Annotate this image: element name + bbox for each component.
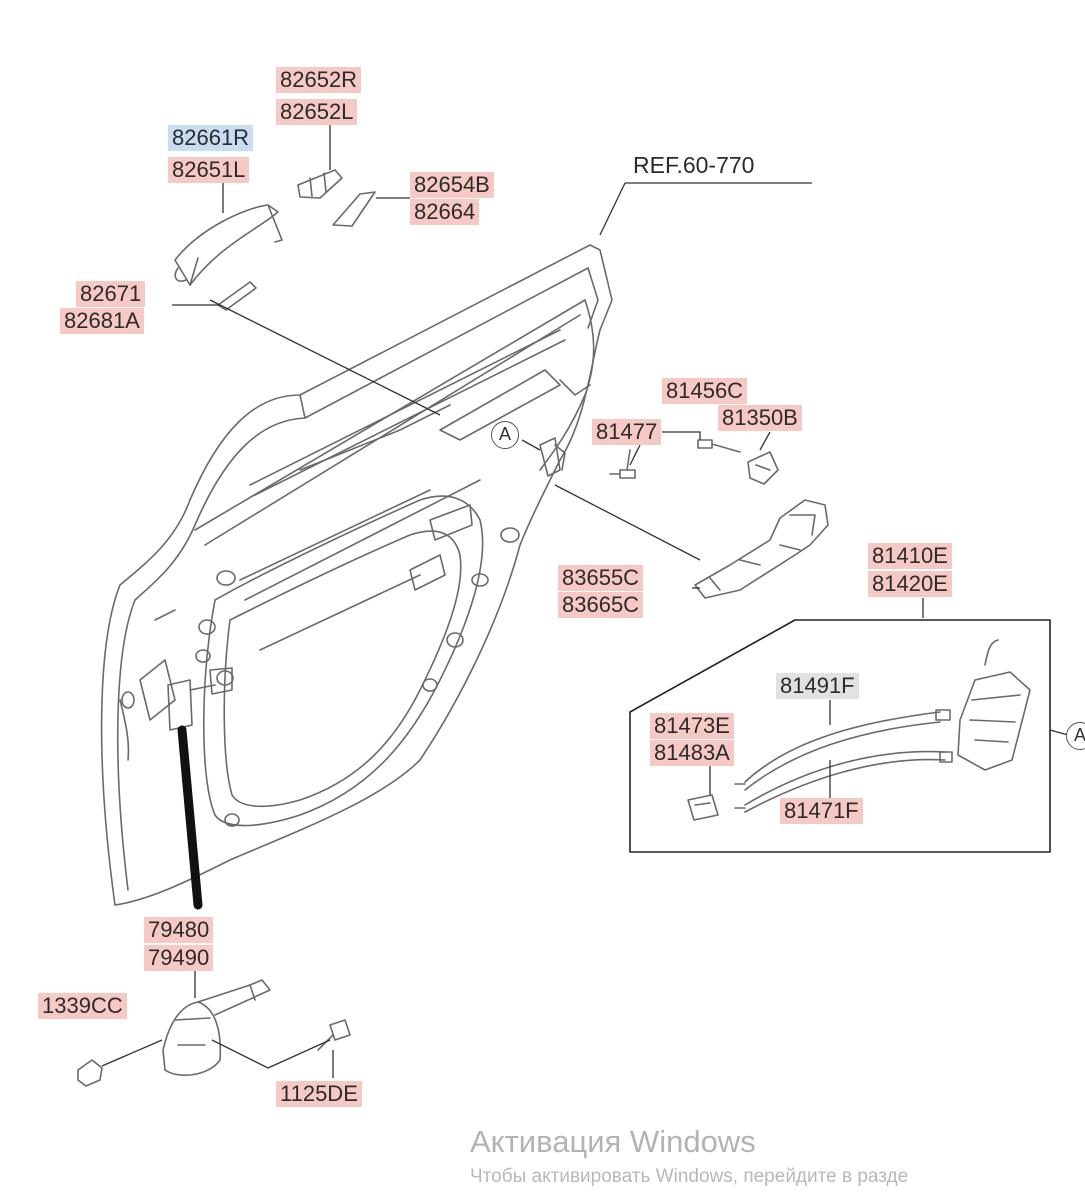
striker-81350B [747,451,779,485]
ref-label: REF.60-770 [633,152,755,178]
handle-pad [217,281,257,311]
screw-81456C [697,439,741,453]
callout-a-door: A [491,421,519,449]
inside-handle-clip [687,794,719,821]
bolt-81477 [609,449,636,479]
label-82664: 82664 [410,199,480,225]
label-82671: 82671 [76,281,146,307]
lock-box-frame [629,619,1051,853]
label-81350B: 81350B [718,405,802,431]
label-82652R: 82652R [276,67,362,93]
label-81410E: 81410E [868,543,952,569]
handle-clip [539,437,566,477]
label-81483A: 81483A [650,740,734,766]
label-82652L: 82652L [276,99,358,125]
watermark-subtitle: Чтобы активировать Windows, перейдите в … [470,1166,909,1187]
lock-cables [734,709,953,813]
handle-end-cap [297,169,343,199]
label-81477: 81477 [592,419,662,445]
handle-bracket [694,499,829,599]
door-panel [100,244,613,906]
bolt-1125DE [317,1019,351,1051]
nut-1339CC [77,1059,103,1087]
label-83665C: 83665C [558,592,644,618]
label-82681A: 82681A [60,308,144,334]
handle-gasket [332,191,376,227]
door-check [162,979,271,1076]
door-check-strap [177,725,203,910]
label-82654B: 82654B [410,172,494,198]
label-82661R: 82661R [168,125,254,151]
leader-lines [101,125,1069,1078]
label-81491F: 81491F [776,673,859,699]
label-81456C: 81456C [662,378,748,404]
label-79480: 79480 [144,917,214,943]
door-lock-actuator [957,639,1031,771]
label-81471F: 81471F [780,798,863,824]
label-1125DE: 1125DE [276,1081,362,1107]
label-79490: 79490 [144,945,214,971]
callout-a-lock: A [1066,722,1085,750]
label-81473E: 81473E [650,713,734,739]
outside-handle [174,204,283,286]
label-1339CC: 1339CC [38,993,127,1019]
label-81420E: 81420E [868,571,952,597]
label-82651L: 82651L [168,157,250,183]
label-83655C: 83655C [558,565,644,591]
watermark-title: Активация Windows [470,1124,756,1159]
